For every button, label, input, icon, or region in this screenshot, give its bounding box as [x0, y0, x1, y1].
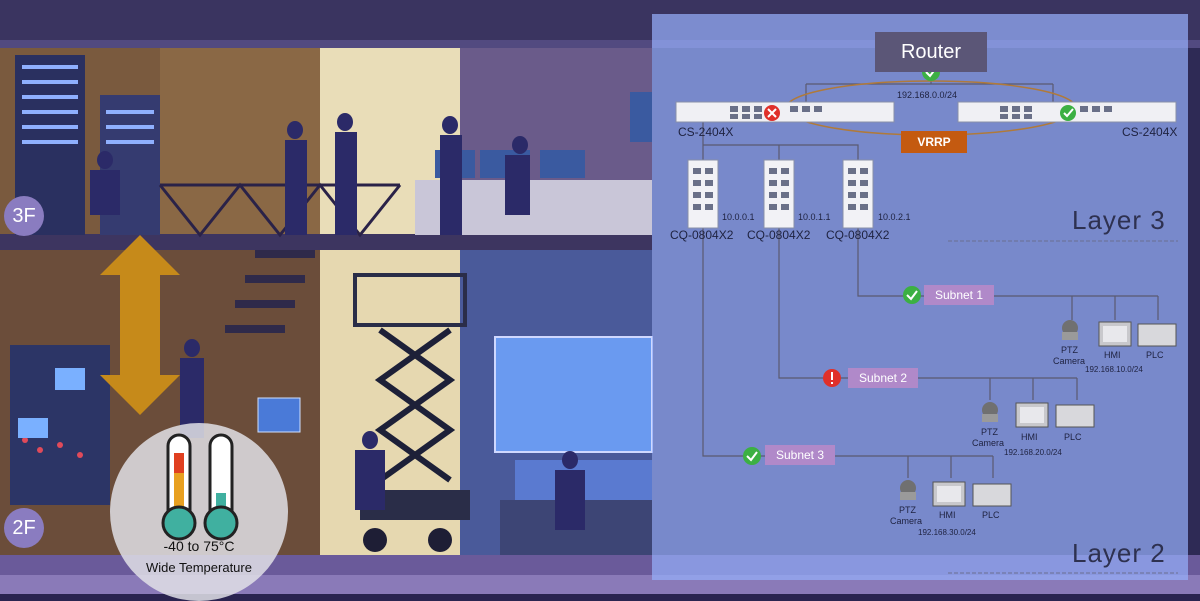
- plc-icon: [1055, 404, 1095, 428]
- device-label: HMI: [939, 510, 956, 520]
- thermometer-icons: [161, 433, 239, 541]
- temperature-label: Wide Temperature: [146, 560, 252, 575]
- plc-icon: [1137, 323, 1177, 347]
- subnet-2-label: Subnet 2: [848, 368, 918, 388]
- floor-label: 3F: [12, 204, 36, 227]
- check-icon: [903, 286, 921, 304]
- device-label: PLC: [1146, 350, 1164, 360]
- floor-label: 2F: [12, 516, 36, 539]
- vrrp-label: VRRP: [901, 131, 967, 153]
- floor-badge-3f: 3F: [4, 196, 44, 236]
- access-switch-icon: [687, 159, 874, 229]
- device-label: PLC: [1064, 432, 1082, 442]
- device-label: HMI: [1021, 432, 1038, 442]
- temperature-badge: [110, 423, 288, 601]
- vertical-arrow-icon: [100, 235, 180, 415]
- access-switch-label: CQ-0804X2: [826, 228, 890, 242]
- access-switch-ip: 10.0.1.1: [798, 212, 831, 222]
- check-icon: [1060, 105, 1076, 121]
- layer2-label: Layer 2: [1072, 538, 1166, 568]
- access-switch-ip: 10.0.2.1: [878, 212, 911, 222]
- device-label: PTZ: [1061, 345, 1078, 355]
- core-switch-left-label: CS-2404X: [678, 125, 734, 139]
- layer3-label: Layer 3: [1072, 205, 1166, 235]
- thermometer-hot-icon: [203, 433, 239, 541]
- hmi-icon: [1015, 402, 1049, 428]
- error-x-icon: [764, 105, 780, 121]
- device-label: Camera: [890, 516, 923, 526]
- subnet-text: Subnet 1: [934, 288, 984, 302]
- alert-icon: [823, 369, 841, 387]
- subnet-network: 192.168.30.0/24: [918, 528, 976, 537]
- core-switch-left-icon: [675, 101, 895, 123]
- vrrp-text: VRRP: [917, 135, 951, 149]
- device-label: HMI: [1104, 350, 1121, 360]
- hmi-icon: [1098, 321, 1132, 347]
- ptz-camera-icon: [982, 402, 998, 422]
- ptz-camera-icon: [900, 480, 916, 500]
- subnet-3-label: Subnet 3: [765, 445, 835, 465]
- subnet-text: Subnet 2: [858, 371, 908, 385]
- thermometer-cold-icon: [161, 433, 197, 541]
- core-switch-right-label: CS-2404X: [1122, 125, 1178, 139]
- router-label: Router: [900, 40, 962, 63]
- subnet-network: 192.168.10.0/24: [1085, 365, 1143, 374]
- core-network-label: 192.168.0.0/24: [897, 90, 958, 100]
- subnet-network: 192.168.20.0/24: [1004, 448, 1062, 457]
- floor-badge-2f: 2F: [4, 508, 44, 548]
- subnet-text: Subnet 3: [775, 448, 825, 462]
- device-label: Camera: [972, 438, 1005, 448]
- plc-icon: [972, 483, 1012, 507]
- access-switch-label: CQ-0804X2: [670, 228, 734, 242]
- ptz-camera-icon: [1062, 320, 1078, 340]
- check-icon: [743, 447, 761, 465]
- device-label: PTZ: [899, 505, 916, 515]
- access-switch-label: CQ-0804X2: [747, 228, 811, 242]
- device-label: PTZ: [981, 427, 998, 437]
- temperature-range: -40 to 75°C: [163, 538, 235, 554]
- hmi-icon: [932, 481, 966, 507]
- device-label: Camera: [1053, 356, 1086, 366]
- access-switch-ip: 10.0.0.1: [722, 212, 755, 222]
- router-node: Router: [875, 32, 987, 72]
- device-label: PLC: [982, 510, 1000, 520]
- subnet-1-label: Subnet 1: [924, 285, 994, 305]
